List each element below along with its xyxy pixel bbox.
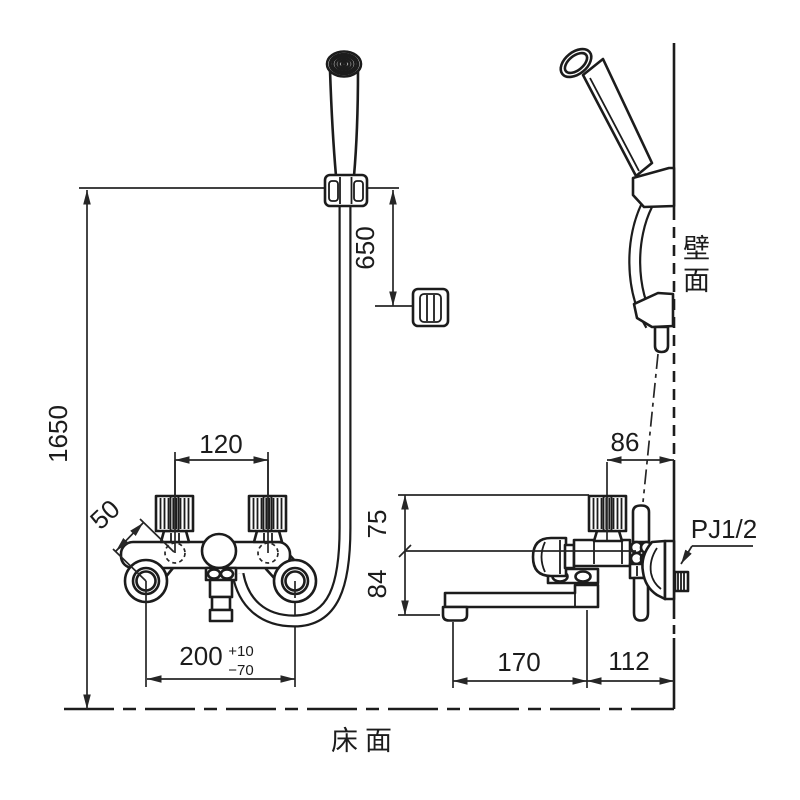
right-inlet-center [257, 542, 279, 564]
dim-text-200: 200 [179, 641, 222, 671]
hand-shower-front [325, 50, 363, 178]
wall-flange [663, 539, 676, 601]
dim-text-86: 86 [611, 427, 640, 457]
thread-spec-label: PJ1/2 [691, 514, 758, 544]
cap-neck [563, 543, 576, 570]
pj-leader [680, 545, 753, 565]
dim-text-50: 50 [84, 494, 126, 536]
left-inlet-center [164, 542, 186, 564]
shower-holder-lower [411, 287, 450, 328]
dim-text-112: 112 [608, 646, 649, 676]
dim-50-group [112, 518, 175, 582]
dim-text-650: 650 [350, 226, 380, 269]
reference-lines [64, 43, 753, 711]
dim-text-84: 84 [362, 570, 392, 599]
diverter-knob [200, 532, 238, 570]
wall-holder-lower-side [632, 291, 675, 329]
spout-tip [441, 605, 469, 622]
overlay-lines [112, 460, 636, 603]
hand-shower-side [559, 47, 654, 178]
front-view [119, 50, 450, 623]
valve-cap [531, 536, 568, 578]
shower-holder-upper [323, 173, 369, 208]
hose-end-stub [653, 325, 670, 354]
dim-text-tol-minus: −70 [228, 662, 253, 679]
dim-text-1650: 1650 [43, 405, 73, 463]
dimension-lines [83, 190, 674, 709]
shower-hose-front [231, 204, 352, 628]
dim-text-170: 170 [497, 647, 540, 677]
floor-surface-label: 床面 [331, 726, 399, 756]
dim-text-120: 120 [199, 429, 242, 459]
hose-centerline [642, 353, 659, 503]
wall-connection [641, 539, 690, 601]
wall-holder-upper-side [631, 166, 676, 209]
wall-surface-label: 壁面 [679, 234, 710, 298]
dim-line-50 [115, 522, 144, 552]
dimension-texts: 1650 650 120 50 200 +10 −70 86 75 84 170… [43, 226, 757, 756]
side-view [441, 47, 690, 622]
dim-text-75: 75 [362, 510, 392, 539]
shower-outlet-stack [204, 566, 238, 623]
dim-text-tol-plus: +10 [228, 643, 253, 660]
